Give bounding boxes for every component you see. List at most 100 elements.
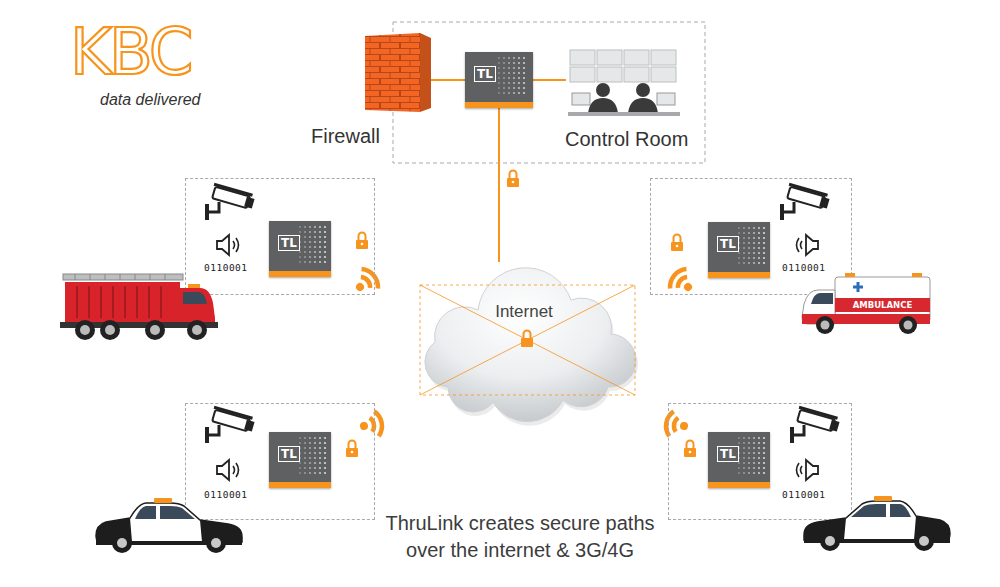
device-dot	[498, 77, 500, 79]
device-dot	[324, 256, 326, 258]
device-dot	[763, 232, 765, 234]
device-dot	[314, 472, 316, 474]
control-area-border	[393, 22, 705, 163]
device-dot	[324, 442, 326, 444]
data-bits: 0110001	[204, 490, 248, 501]
device-dot	[518, 92, 520, 94]
device-dot	[523, 82, 525, 84]
device-dot	[309, 236, 311, 238]
device-dot	[503, 82, 505, 84]
device-dot	[324, 472, 326, 474]
device-dot	[319, 457, 321, 459]
device-dot	[324, 452, 326, 454]
device-dot	[738, 462, 740, 464]
device-dot	[299, 437, 301, 439]
device-dot	[758, 442, 760, 444]
device-label: TL	[278, 446, 300, 462]
device-dot	[753, 247, 755, 249]
device-dot	[314, 226, 316, 228]
device-dot	[319, 256, 321, 258]
device-dot	[508, 57, 510, 59]
device-dot	[309, 462, 311, 464]
padlock-symbol	[671, 235, 683, 252]
device-label: TL	[717, 236, 739, 252]
device-dot	[513, 67, 515, 69]
device-dot	[758, 472, 760, 474]
device-dot	[304, 256, 306, 258]
device-dot	[748, 467, 750, 469]
device-dot	[748, 437, 750, 439]
device-dot	[324, 226, 326, 228]
device-dot	[748, 227, 750, 229]
device-label: TL	[474, 66, 496, 82]
device-dot	[508, 72, 510, 74]
device-dot	[309, 246, 311, 248]
device-dot	[743, 227, 745, 229]
device-dot	[743, 457, 745, 459]
device-dot	[518, 87, 520, 89]
device-dot	[503, 67, 505, 69]
device-dot	[763, 437, 765, 439]
secure-tunnel-frame	[420, 285, 635, 395]
network-link	[498, 108, 500, 262]
device-dot	[498, 82, 500, 84]
device-dot	[748, 232, 750, 234]
camera-symbol	[205, 407, 255, 443]
device-dot	[309, 467, 311, 469]
device-dot	[324, 261, 326, 263]
device-dot	[498, 92, 500, 94]
device-dot	[758, 452, 760, 454]
device-dot	[319, 462, 321, 464]
device-dot	[503, 77, 505, 79]
device-dot	[314, 236, 316, 238]
device-dot	[314, 452, 316, 454]
camera-symbol	[205, 184, 255, 220]
device-dot	[763, 262, 765, 264]
device-dot	[738, 252, 740, 254]
device-dot	[319, 246, 321, 248]
device-dot	[314, 462, 316, 464]
device-label: TL	[278, 235, 300, 251]
device-dot	[324, 437, 326, 439]
device-dot	[748, 247, 750, 249]
device-dot	[758, 457, 760, 459]
device-dot	[753, 457, 755, 459]
device-dot	[309, 251, 311, 253]
device-dot	[309, 457, 311, 459]
thrulink-device: TL	[269, 432, 331, 488]
device-dot	[743, 467, 745, 469]
device-dot	[304, 246, 306, 248]
device-dot	[299, 472, 301, 474]
device-dot	[743, 242, 745, 244]
device-dot	[738, 467, 740, 469]
device-dot	[513, 62, 515, 64]
lock-shackle	[524, 331, 531, 339]
device-dot	[503, 92, 505, 94]
device-dot	[498, 67, 500, 69]
device-dot	[743, 232, 745, 234]
device-dot	[743, 262, 745, 264]
caption: ThruLink creates secure paths over the i…	[370, 510, 670, 564]
data-bits: 0110001	[782, 263, 826, 274]
device-dot	[314, 241, 316, 243]
device-dot	[763, 227, 765, 229]
device-dot	[304, 452, 306, 454]
device-dot	[753, 257, 755, 259]
device-dot	[763, 252, 765, 254]
device-dot	[758, 257, 760, 259]
device-dot	[743, 257, 745, 259]
device-dot	[304, 251, 306, 253]
device-dot	[319, 442, 321, 444]
device-dot	[304, 437, 306, 439]
device-dot	[748, 447, 750, 449]
lock-body	[521, 338, 533, 347]
device-dot	[513, 92, 515, 94]
device-dot	[314, 457, 316, 459]
device-dot	[763, 472, 765, 474]
padlock-symbol	[507, 171, 519, 188]
device-dot	[299, 261, 301, 263]
vehicle-box: TL 0110001	[650, 178, 852, 295]
device-dot	[309, 261, 311, 263]
camera-symbol	[790, 407, 840, 443]
